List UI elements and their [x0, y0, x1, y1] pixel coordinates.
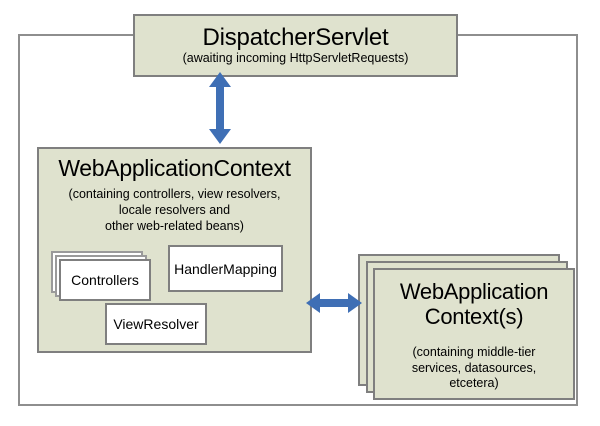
view-resolver-box[interactable]: ViewResolver: [105, 303, 207, 345]
root-context-title-line-2: Context(s): [424, 303, 524, 329]
root-context-subtitle: (containing middle-tier services, dataso…: [375, 345, 573, 392]
dispatcher-servlet-title: DispatcherServlet: [202, 24, 389, 52]
controllers-label: Controllers: [71, 272, 139, 288]
wac-subtitle-line-3: other web-related beans): [105, 219, 244, 233]
web-application-context-subtitle: (containing controllers, view resolvers,…: [39, 186, 310, 234]
controllers-box[interactable]: Controllers: [59, 259, 151, 301]
root-context-title: WebApplication Context(s): [375, 279, 573, 329]
dispatcher-servlet-box[interactable]: DispatcherServlet (awaiting incoming Htt…: [133, 14, 458, 77]
root-context-title-line-1: WebApplication: [399, 279, 549, 304]
wac-subtitle-line-2: locale resolvers and: [118, 203, 231, 217]
root-context-subtitle-line-1: (containing middle-tier: [412, 345, 536, 359]
arrow-dispatcher-to-webapplicationcontext: [209, 72, 231, 144]
handler-mapping-label: HandlerMapping: [174, 260, 277, 277]
web-application-context-title: WebApplicationContext: [58, 155, 291, 181]
handler-mapping-box[interactable]: HandlerMapping: [168, 245, 283, 292]
view-resolver-label: ViewResolver: [113, 316, 199, 332]
root-web-application-context-box[interactable]: WebApplication Context(s) (containing mi…: [373, 268, 575, 400]
wac-subtitle-line-1: (containing controllers, view resolvers,: [68, 187, 281, 201]
root-context-subtitle-line-3: etcetera): [449, 376, 499, 391]
arrow-webapplicationcontext-to-root-contexts: [306, 293, 362, 313]
root-context-subtitle-line-2: services, datasources,: [411, 360, 537, 375]
dispatcher-servlet-subtitle: (awaiting incoming HttpServletRequests): [182, 51, 409, 66]
